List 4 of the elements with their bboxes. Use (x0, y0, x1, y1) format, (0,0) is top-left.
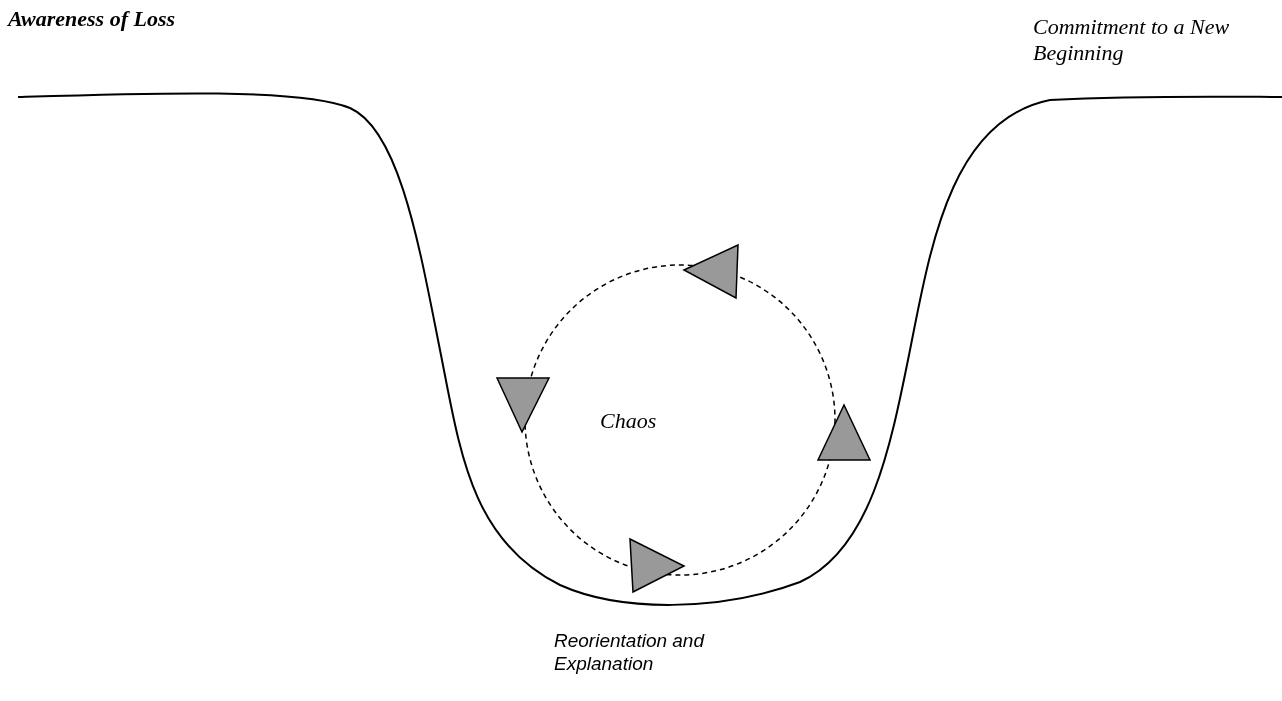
stage-label: Chaos (600, 408, 658, 435)
stage-label: Reorientation and Explanation (554, 630, 706, 676)
stage-label: Awareness of Loss (8, 6, 177, 33)
stage-label: Commitment to a New Beginning (1033, 14, 1231, 67)
